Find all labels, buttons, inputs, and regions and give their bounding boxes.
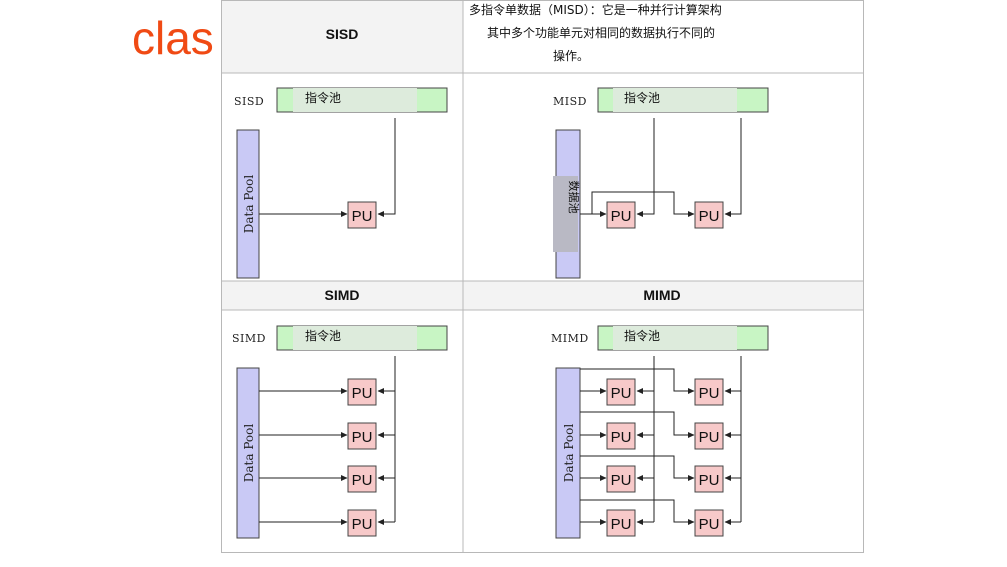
mimd-pu: [694, 422, 724, 450]
simd-pu-label: PU: [352, 429, 373, 446]
simd-pu: [347, 422, 377, 450]
mimd-label: MIMD: [551, 332, 589, 345]
mimd-pu-label: PU: [611, 472, 632, 489]
simd-label: SIMD: [232, 332, 266, 345]
mimd-pu-label: PU: [611, 385, 632, 402]
mimd-pu-label: PU: [699, 429, 720, 446]
mimd-data-arrow: [580, 499, 695, 525]
mimd-pu: [694, 509, 724, 537]
simd-panel: SIMD 指令池 Data Pool PU PU PU PU: [232, 325, 448, 539]
simd-data-pool-label: Data Pool: [242, 424, 256, 483]
misd-note-line-1: 多指令单数据（MISD）：它是一种并行计算架构: [469, 2, 722, 17]
sisd-instruction-pool-label-bg: [293, 88, 417, 112]
misd-panel: MISD 指令池 数据池 PU PU: [553, 87, 769, 279]
sisd-data-pool: [236, 129, 260, 279]
mimd-pu: [606, 465, 636, 493]
sisd-instruction-arrow: [377, 118, 396, 217]
mimd-data-pool-label: Data Pool: [562, 424, 576, 483]
misd-instruction-arrow: [724, 118, 742, 217]
mimd-pu: [606, 509, 636, 537]
misd-instruction-pool-label: 指令池: [624, 90, 660, 105]
simd-pu-label: PU: [352, 516, 373, 533]
mimd-data-arrow: [580, 411, 695, 438]
mimd-pu: [694, 465, 724, 493]
mimd-data-arrow: [580, 455, 695, 481]
sisd-pu-label: PU: [352, 208, 373, 225]
misd-note-line-3: 操作。: [553, 48, 589, 63]
header-sisd: SISD: [326, 26, 359, 42]
sisd-pu: [347, 201, 377, 229]
simd-pu-label: PU: [352, 472, 373, 489]
mimd-pu-label: PU: [611, 516, 632, 533]
misd-data-arrow: [591, 191, 695, 217]
simd-pu: [347, 465, 377, 493]
simd-pu: [347, 378, 377, 406]
header-row-bottom: [222, 281, 863, 310]
mimd-pu: [606, 378, 636, 406]
simd-instruction-pool-label-bg: [293, 326, 417, 350]
slide-title: clas: [132, 12, 214, 64]
mimd-instruction-pool-label: 指令池: [624, 328, 660, 343]
sisd-panel: SISD 指令池 Data Pool PU: [234, 87, 448, 279]
misd-data-pool-label: 数据池: [567, 181, 581, 214]
mimd-panel: MIMD 指令池 Data Pool PU PU PU PU PU PU: [551, 325, 769, 539]
mimd-pu-label: PU: [699, 472, 720, 489]
mimd-data-pool: [555, 367, 581, 539]
misd-pu-label: PU: [699, 208, 720, 225]
misd-pu: [694, 201, 724, 229]
misd-pu-label: PU: [611, 208, 632, 225]
simd-pu-label: PU: [352, 385, 373, 402]
misd-pu: [606, 201, 636, 229]
flynn-taxonomy-figure: SISD SIMD MIMD 多指令单数据（MISD）：它是一种并行计算架构 其…: [221, 0, 864, 553]
sisd-data-pool-label: Data Pool: [242, 175, 256, 234]
misd-data-pool-label-bg: [553, 176, 578, 252]
header-mimd: MIMD: [643, 287, 680, 303]
sisd-label: SISD: [234, 95, 264, 108]
mimd-data-arrow: [580, 368, 695, 394]
mimd-pu: [606, 422, 636, 450]
mimd-instruction-pool-label-bg: [613, 326, 737, 350]
mimd-pu-label: PU: [611, 429, 632, 446]
misd-label: MISD: [553, 95, 587, 108]
mimd-pu: [694, 378, 724, 406]
misd-instruction-arrow: [636, 118, 655, 217]
simd-pu: [347, 509, 377, 537]
header-cell-sisd: [222, 1, 463, 73]
header-simd: SIMD: [325, 287, 360, 303]
misd-note-line-2: 其中多个功能单元对相同的数据执行不同的: [487, 25, 715, 40]
mimd-pu-label: PU: [699, 385, 720, 402]
simd-instruction-pool-label: 指令池: [305, 328, 341, 343]
misd-instruction-pool-label-bg: [613, 88, 737, 112]
figure-frame: [221, 0, 864, 553]
sisd-instruction-pool-label: 指令池: [305, 90, 341, 105]
simd-data-pool: [236, 367, 260, 539]
mimd-pu-label: PU: [699, 516, 720, 533]
